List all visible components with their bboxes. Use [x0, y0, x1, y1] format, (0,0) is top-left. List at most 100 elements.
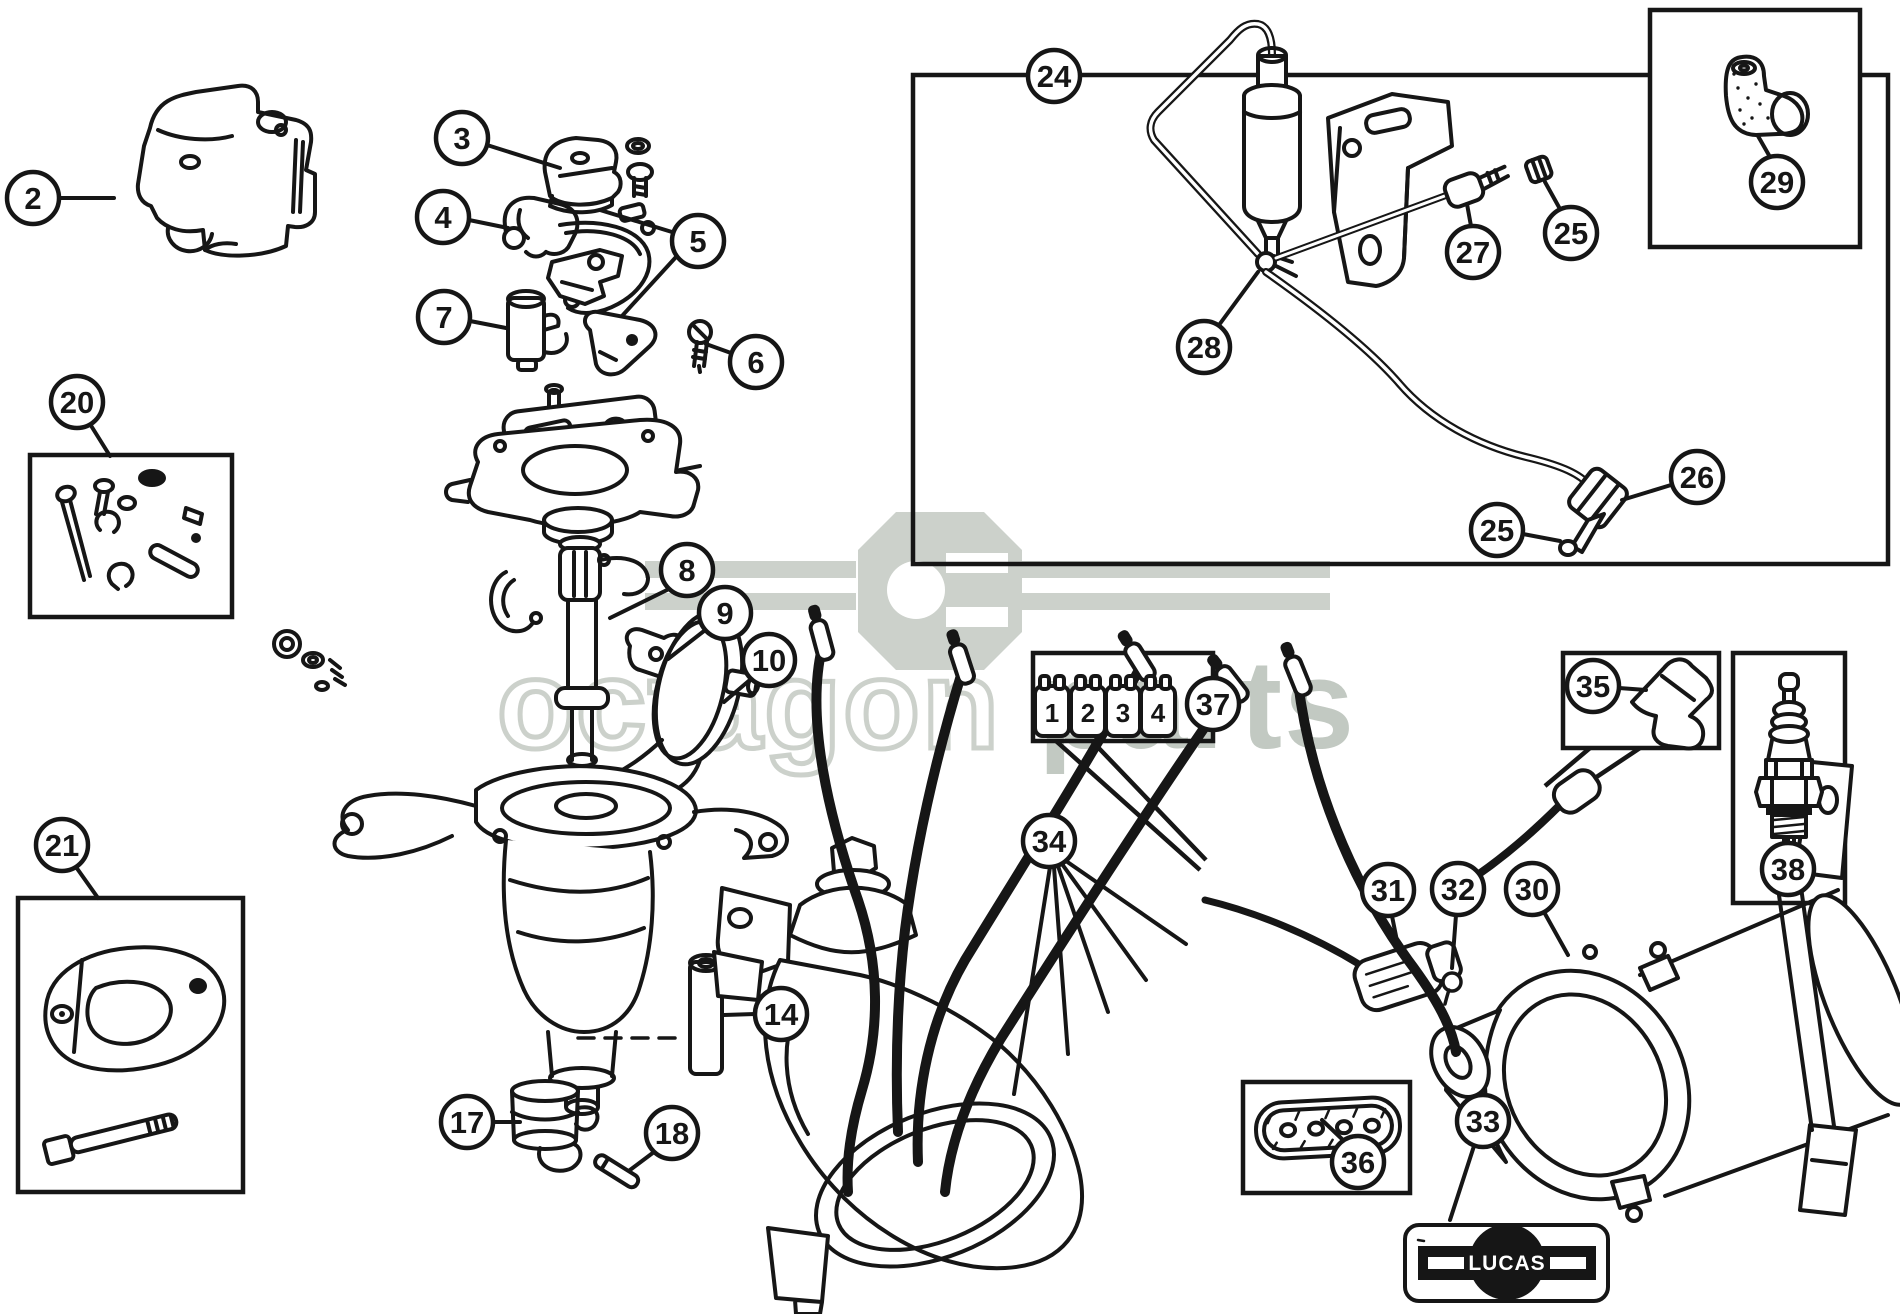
callout-circle — [1542, 204, 1600, 262]
callout-leader-line — [666, 629, 706, 661]
small-fasteners — [272, 629, 347, 692]
callout-circle — [1444, 223, 1502, 281]
callout-number: 33 — [1466, 1104, 1500, 1139]
plug-cap-number-3: 3 — [1116, 698, 1130, 728]
callout-30: 30 — [1503, 860, 1570, 957]
callout-number: 9 — [716, 596, 733, 631]
callout-circle — [1329, 1133, 1387, 1191]
callout-33: 33 — [1448, 1092, 1512, 1222]
vacuum-pipe-assembly — [1146, 19, 1629, 557]
callout-circle — [433, 109, 491, 167]
callout-circle — [1503, 860, 1561, 918]
callout-circle — [33, 816, 91, 874]
callout-leader-line — [468, 319, 508, 330]
lead-connector-tips — [808, 604, 1602, 815]
callout-leader-line — [467, 218, 510, 230]
callout-leader-line — [88, 422, 112, 458]
clamp-plate-parts — [42, 945, 227, 1166]
lead-connector-31 — [1201, 896, 1463, 1013]
hose-union — [1558, 466, 1629, 557]
plug-cap-number-4: 4 — [1151, 698, 1166, 728]
callout-number: 30 — [1515, 872, 1549, 907]
distributor-cap-drawing — [135, 83, 317, 258]
callout-number: 24 — [1037, 59, 1072, 94]
callout-leader-line — [628, 1150, 656, 1172]
callout-3: 3 — [433, 109, 562, 170]
callout-number: 6 — [747, 345, 764, 380]
hardware-kit-parts — [55, 469, 204, 591]
frame-box-21 — [15, 895, 246, 1195]
callout-number: 27 — [1456, 235, 1490, 270]
callout-leader-line — [722, 677, 753, 704]
callout-27: 27 — [1444, 202, 1502, 281]
callout-31: 31 — [1359, 861, 1417, 948]
bulkhead-ferrule — [1442, 164, 1510, 209]
callout-leader-line — [1448, 1144, 1476, 1222]
callout-leader-line — [722, 1012, 757, 1017]
callout-number: 25 — [1480, 513, 1514, 548]
callout-18: 18 — [628, 1104, 701, 1172]
callout-leader-line — [1465, 202, 1473, 228]
callout-34: 34 — [1012, 812, 1188, 1096]
callout-number: 3 — [453, 121, 470, 156]
callout-circle — [1759, 840, 1817, 898]
callout-circle — [1175, 318, 1233, 376]
callout-leader-line — [620, 255, 678, 318]
callout-6: 6 — [704, 333, 785, 391]
spark-plug-boot — [1630, 657, 1714, 751]
callout-leader-line — [1060, 862, 1148, 982]
callout-36: 36 — [1320, 1118, 1387, 1191]
callout-7: 7 — [415, 288, 508, 346]
callout-leader-line — [704, 342, 733, 355]
callout-4: 4 — [414, 188, 510, 246]
coil-terminals — [1582, 941, 1680, 1223]
plug-cap-number-1: 1 — [1045, 698, 1059, 728]
callout-number: 20 — [60, 385, 94, 420]
callout-2: 2 — [4, 169, 116, 227]
box-37-pointer-lines — [1054, 739, 1208, 872]
screw — [687, 319, 713, 374]
callout-circle — [1748, 153, 1806, 211]
callout-14: 14 — [722, 985, 810, 1043]
callout-number: 29 — [1760, 165, 1794, 200]
callout-number: 26 — [1680, 460, 1714, 495]
callout-leader-line — [1617, 686, 1648, 692]
cam-and-advance-weights — [489, 535, 650, 798]
plug-lead-caps — [1033, 674, 1177, 738]
callout-9: 9 — [666, 584, 754, 661]
coil-lead-boot — [1551, 768, 1602, 815]
callout-leader-line — [608, 587, 671, 620]
callout-leader-line — [1620, 483, 1673, 502]
inline-filter-canister — [1242, 46, 1302, 258]
callout-8: 8 — [608, 541, 716, 620]
callout-number: 32 — [1441, 872, 1475, 907]
callout-37: 37 — [1184, 675, 1242, 733]
callout-circle — [658, 541, 716, 599]
callout-number: 37 — [1196, 687, 1230, 722]
watermark-logo-cutout — [887, 561, 945, 619]
callout-circle — [414, 188, 472, 246]
ht-leads — [811, 643, 1564, 1197]
callout-leader-line — [1756, 134, 1772, 159]
rotor-spring-clip — [502, 195, 580, 259]
watermark: octagon parts — [495, 512, 1354, 778]
callout-number: 21 — [45, 828, 79, 863]
callout-32: 32 — [1429, 860, 1487, 970]
callout-leader-line — [1450, 913, 1458, 970]
frame-box-36 — [1240, 1079, 1413, 1196]
callout-circle — [415, 288, 473, 346]
callout-26: 26 — [1620, 448, 1726, 506]
callout-circle — [1020, 812, 1078, 870]
callout-leader-line — [598, 208, 674, 234]
ignition-coil — [1429, 760, 1900, 1223]
callout-circle — [48, 373, 106, 431]
drive-pin — [593, 1153, 641, 1190]
callout-leader-line — [1064, 859, 1188, 946]
callout-number: 34 — [1032, 824, 1067, 859]
callout-circle — [1429, 860, 1487, 918]
callout-circle — [1468, 501, 1526, 559]
callout-leader-line — [1217, 270, 1260, 327]
callout-leader-line — [1543, 180, 1562, 211]
frame-box-20 — [27, 452, 235, 620]
frame-box-24 — [910, 72, 1891, 567]
